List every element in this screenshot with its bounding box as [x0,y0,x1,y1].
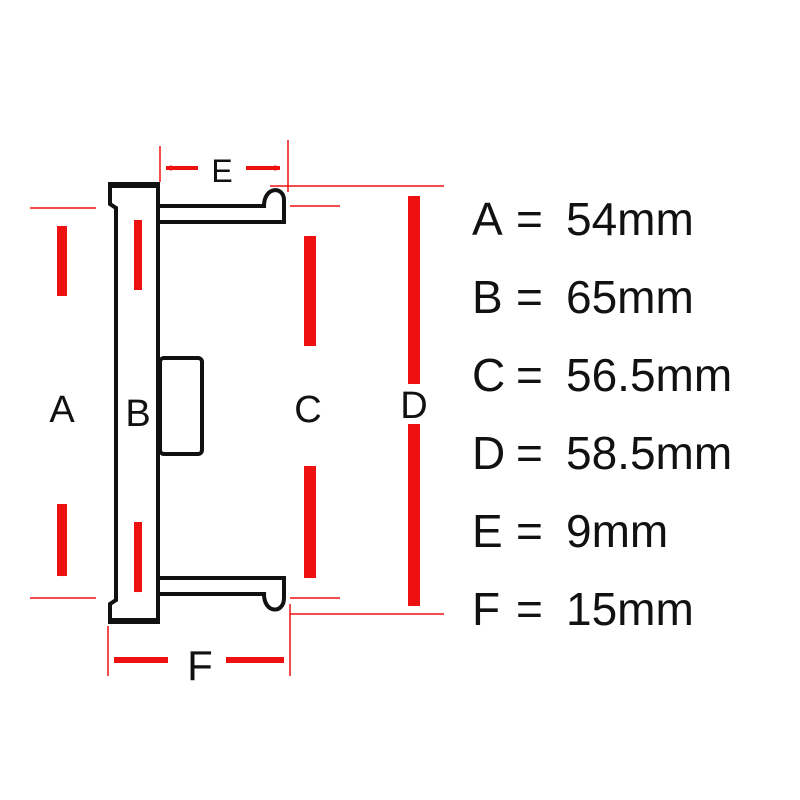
spec-value: 58.5mm [566,427,733,479]
spec-row-a: A = 54mm [472,180,792,258]
spec-equals: = [516,349,543,401]
label-e: E [211,153,232,189]
label-d: D [400,385,427,427]
spec-equals: = [516,505,543,557]
dimension-spec-list: A = 54mm B = 65mm C = 56.5mm D = 58.5mm … [472,180,792,648]
spec-value: 9mm [566,505,669,557]
spec-equals: = [516,583,543,635]
center-boss [158,356,204,456]
spec-row-c: C = 56.5mm [472,336,792,414]
dimension-labels: A B C D E F [49,153,427,689]
bottom-clip [160,576,286,612]
spec-key: D [472,427,506,479]
spec-key: C [472,349,506,401]
spec-equals: = [516,271,543,323]
spec-key: F [472,583,501,635]
label-c: C [294,389,321,431]
spec-key: A [472,193,503,245]
spec-row-e: E = 9mm [472,492,792,570]
top-clip [160,188,286,224]
face-plate-bottom-rim [108,618,160,624]
spec-key: E [472,505,503,557]
spec-value: 56.5mm [566,349,733,401]
spec-row-b: B = 65mm [472,258,792,336]
spec-equals: = [516,193,543,245]
spec-value: 15mm [566,583,694,635]
spec-key: B [472,271,503,323]
spec-row-d: D = 58.5mm [472,414,792,492]
face-plate-top-rim [108,182,160,188]
spec-row-f: F = 15mm [472,570,792,648]
part-outline [108,182,286,624]
spec-value: 65mm [566,271,694,323]
extension-lines [30,140,444,676]
spec-value: 54mm [566,193,694,245]
label-b: B [125,393,150,435]
label-f: F [187,642,213,689]
dimension-arrows [57,165,420,663]
spec-equals: = [516,427,543,479]
label-a: A [49,389,75,431]
face-plate [108,182,160,624]
